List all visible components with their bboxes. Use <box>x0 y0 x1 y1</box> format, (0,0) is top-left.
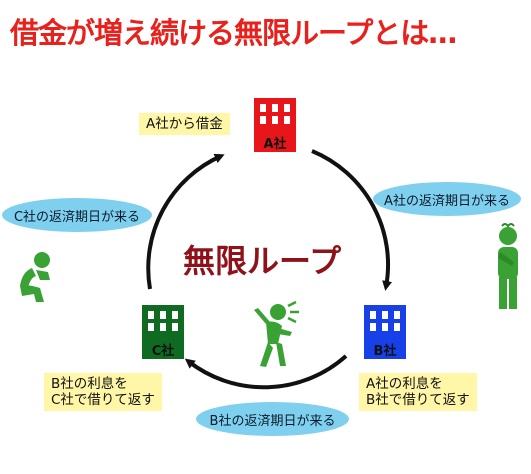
arrow-a-to-b <box>311 149 393 291</box>
arrow-b-to-c <box>184 354 348 390</box>
building-icon <box>364 305 406 359</box>
note-b-pays-a: A社の利息を B社で借りて返す <box>359 373 477 411</box>
bubble-b-due-text: B社の返済期日が来る <box>209 413 336 429</box>
note-c-pays-b-line2: C社で借りて返す <box>51 392 155 408</box>
building-icon <box>142 305 184 359</box>
bubble-c-due-text: C社の返済期日が来る <box>13 209 141 225</box>
note-c-pays-b-line1: B社の利息を <box>51 376 128 392</box>
note-c-pays-b: B社の利息を C社で借りて返す <box>44 373 162 411</box>
bubble-b-due: B社の返済期日が来る <box>196 402 349 436</box>
company-b-label: B社 <box>373 344 397 359</box>
bubble-c-due: C社の返済期日が来る <box>2 198 152 232</box>
distressed-person-icon <box>498 223 518 309</box>
building-icon <box>254 98 296 152</box>
infinite-loop-label: 無限ループ <box>183 242 342 280</box>
arrow-c-to-a <box>146 153 225 290</box>
company-a-building: A社 <box>248 96 302 154</box>
page-title: 借金が増え続ける無限ループとは… <box>10 16 457 50</box>
note-b-pays-a-line1: A社の利息を <box>366 376 443 392</box>
company-c-building: C社 <box>136 303 190 361</box>
note-b-pays-a-line2: B社で借りて返す <box>366 392 470 408</box>
bubble-a-due: A社の返済期日が来る <box>373 182 521 216</box>
crouching-person-icon <box>20 252 50 302</box>
company-c-label: C社 <box>151 344 175 359</box>
company-b-building: B社 <box>358 303 412 361</box>
note-borrow-from-a-text: A社から借金 <box>146 116 223 132</box>
bubble-a-due-text: A社の返済期日が来る <box>384 193 510 209</box>
note-borrow-from-a: A社から借金 <box>139 113 230 135</box>
shocked-person-icon <box>254 300 299 367</box>
company-a-label: A社 <box>263 137 287 152</box>
